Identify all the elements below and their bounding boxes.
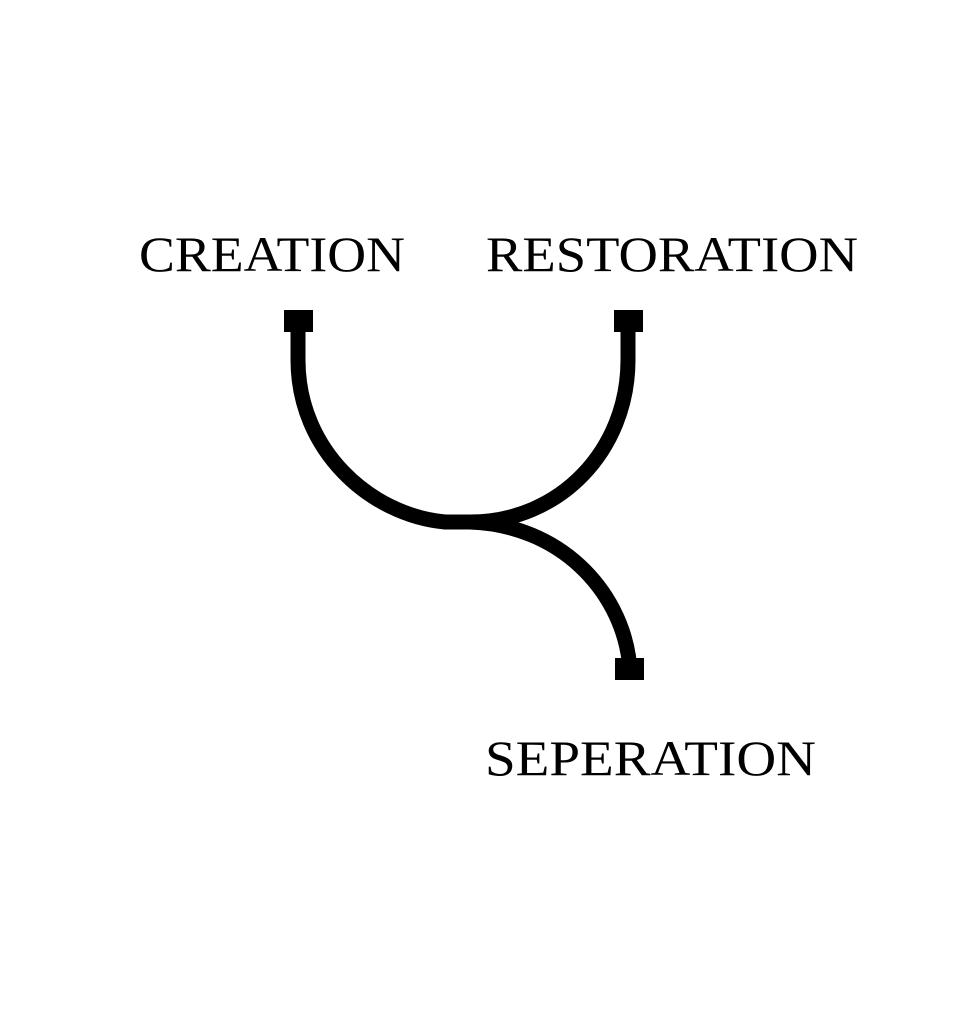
branch-to-seperation <box>469 514 637 662</box>
label-creation: CREATION <box>139 226 405 282</box>
label-restoration: RESTORATION <box>486 226 858 282</box>
endpoint-restoration <box>614 310 643 332</box>
endpoint-creation <box>284 310 313 332</box>
label-seperation: SEPERATION <box>485 730 816 786</box>
endpoint-seperation <box>615 658 644 680</box>
arc-creation-to-restoration <box>290 330 636 530</box>
